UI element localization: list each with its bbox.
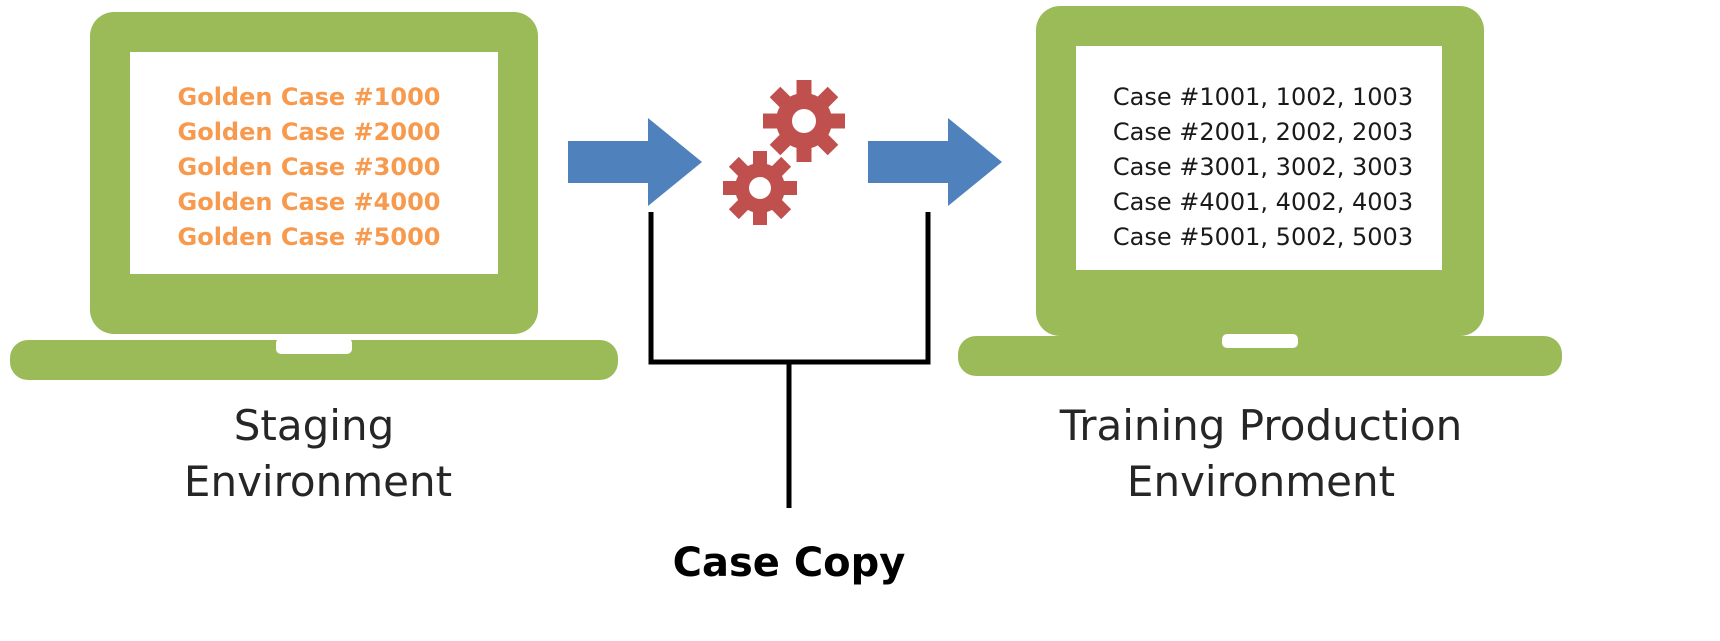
staging-case-item: Golden Case #5000: [178, 223, 441, 251]
staging-laptop-notch: [276, 338, 352, 354]
staging-case-item: Golden Case #2000: [178, 118, 441, 146]
training-case-item: Case #2001, 2002, 2003: [1113, 118, 1413, 146]
staging-label-line1: Staging: [234, 401, 394, 450]
training-case-item: Case #4001, 4002, 4003: [1113, 188, 1413, 216]
case-copy-bracket: [648, 212, 931, 508]
training-laptop-base: [958, 336, 1562, 376]
arrow-right-icon: [568, 118, 702, 206]
gear-small-icon: [723, 151, 797, 225]
staging-label-line2: Environment: [184, 457, 452, 506]
staging-case-item: Golden Case #1000: [178, 83, 441, 111]
staging-case-item: Golden Case #4000: [178, 188, 441, 216]
staging-case-list: Golden Case #1000 Golden Case #2000 Gold…: [178, 83, 441, 251]
training-label-line1: Training Production: [1059, 401, 1463, 450]
training-laptop-screen: [1076, 46, 1442, 270]
gears-icon: [723, 80, 845, 225]
staging-laptop-screen: [130, 52, 498, 274]
training-laptop-notch: [1222, 334, 1298, 348]
case-copy-label: Case Copy: [673, 540, 906, 586]
staging-laptop-base: [10, 340, 618, 380]
staging-laptop: [10, 12, 618, 380]
training-label-line2: Environment: [1127, 457, 1395, 506]
training-case-item: Case #1001, 1002, 1003: [1113, 83, 1413, 111]
training-laptop: [958, 6, 1562, 376]
training-case-item: Case #3001, 3002, 3003: [1113, 153, 1413, 181]
training-case-list: Case #1001, 1002, 1003 Case #2001, 2002,…: [1113, 83, 1413, 251]
gear-large-icon: [763, 80, 845, 162]
arrow-right-icon: [868, 118, 1002, 206]
training-case-item: Case #5001, 5002, 5003: [1113, 223, 1413, 251]
staging-case-item: Golden Case #3000: [178, 153, 441, 181]
